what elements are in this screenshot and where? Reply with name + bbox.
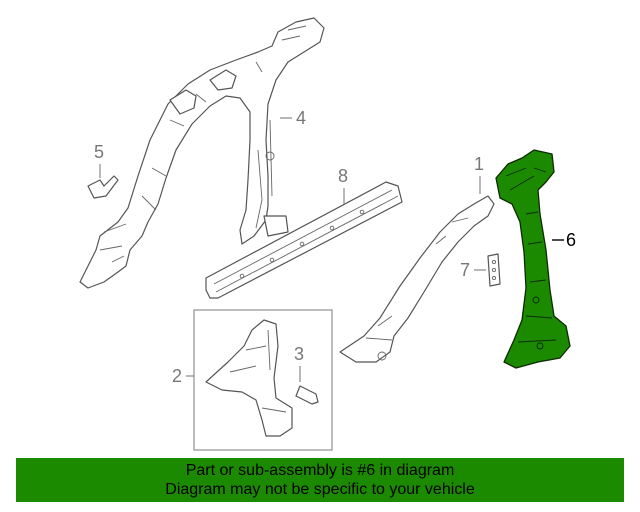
banner-line-1: Part or sub-assembly is #6 in diagram (185, 462, 455, 479)
callout-5: 5 (94, 142, 104, 162)
part-5-bracket[interactable] (87, 175, 119, 199)
part-7-plate[interactable] (487, 253, 501, 287)
part-3-clip[interactable] (295, 385, 319, 405)
callout-1: 1 (474, 154, 484, 174)
parts-diagram: 4 5 8 1 7 6 (79, 17, 576, 451)
notice-banner: Part or sub-assembly is #6 in diagram Di… (16, 458, 624, 502)
callout-8: 8 (338, 166, 348, 186)
part-1-inner-pillar[interactable] (339, 195, 495, 363)
callout-2: 2 (172, 366, 182, 386)
banner-line-2: Diagram may not be specific to your vehi… (165, 481, 475, 498)
part-6-center-pillar-highlighted[interactable] (495, 149, 571, 369)
part-4-a-pillar-assembly[interactable] (79, 17, 325, 289)
callout-4: 4 (296, 108, 306, 128)
callout-6: 6 (566, 230, 576, 250)
part-8-roof-rail[interactable] (205, 181, 403, 299)
part-2-box[interactable] (193, 309, 333, 451)
callout-7: 7 (460, 260, 470, 280)
callout-3: 3 (294, 344, 304, 364)
